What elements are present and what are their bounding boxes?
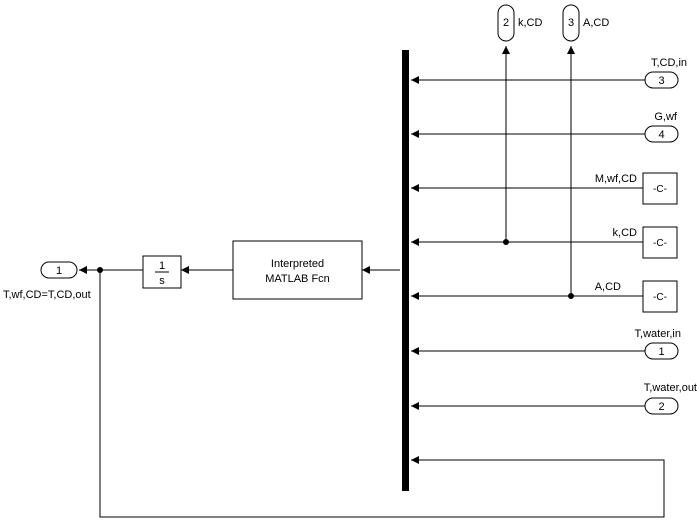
constant-mwfcd[interactable]: -C- [642,172,678,205]
integrator-numerator: 1 [159,260,165,272]
matlab-fcn-line1: Interpreted [271,258,324,270]
label-outport-acd: A,CD [583,17,609,29]
inport-gwf-number: 4 [658,129,664,141]
label-twaterout: T,water,out [644,382,697,394]
outport-twfcd-number: 1 [56,265,62,277]
branch-point-kcd [503,239,509,245]
constant-mwfcd-value: -C- [653,184,667,195]
inport-tcdin[interactable]: 3 [644,71,679,89]
outport-twfcd[interactable]: 1 [40,261,78,279]
label-gwf: G,wf [654,111,678,123]
constant-acd-value: -C- [653,292,667,303]
inport-twaterout[interactable]: 2 [644,397,679,415]
outport-kcd-number: 2 [503,17,509,29]
label-outport-kcd: k,CD [518,17,543,29]
inport-twaterout-number: 2 [658,401,664,413]
integrator-denominator: s [159,275,165,287]
matlab-fcn-line2: MATLAB Fcn [265,273,330,285]
inport-twaterin-number: 1 [658,346,664,358]
inport-gwf[interactable]: 4 [644,125,679,143]
mux-block[interactable] [402,50,409,491]
constant-kcd-value: -C- [653,238,667,249]
branch-point-acd [568,293,574,299]
wire-feedback [99,270,665,518]
integrator-block[interactable]: 1 s [142,255,182,289]
label-mwfcd: M,wf,CD [595,173,637,185]
matlab-fcn-block[interactable]: Interpreted MATLAB Fcn [232,240,363,300]
inport-twaterin[interactable]: 1 [644,342,679,360]
label-twaterin: T,water,in [635,328,681,340]
label-kcd: k,CD [613,227,638,239]
constant-kcd[interactable]: -C- [642,226,678,259]
label-tcdin: T,CD,in [651,57,687,69]
outport-acd[interactable]: 3 [562,4,580,42]
constant-acd[interactable]: -C- [642,280,678,313]
outport-kcd[interactable]: 2 [497,4,515,42]
outport-acd-number: 3 [568,17,574,29]
inport-tcdin-number: 3 [658,75,664,87]
label-outport-twfcd: T,wf,CD=T,CD,out [3,289,91,301]
label-acd: A,CD [595,281,621,293]
